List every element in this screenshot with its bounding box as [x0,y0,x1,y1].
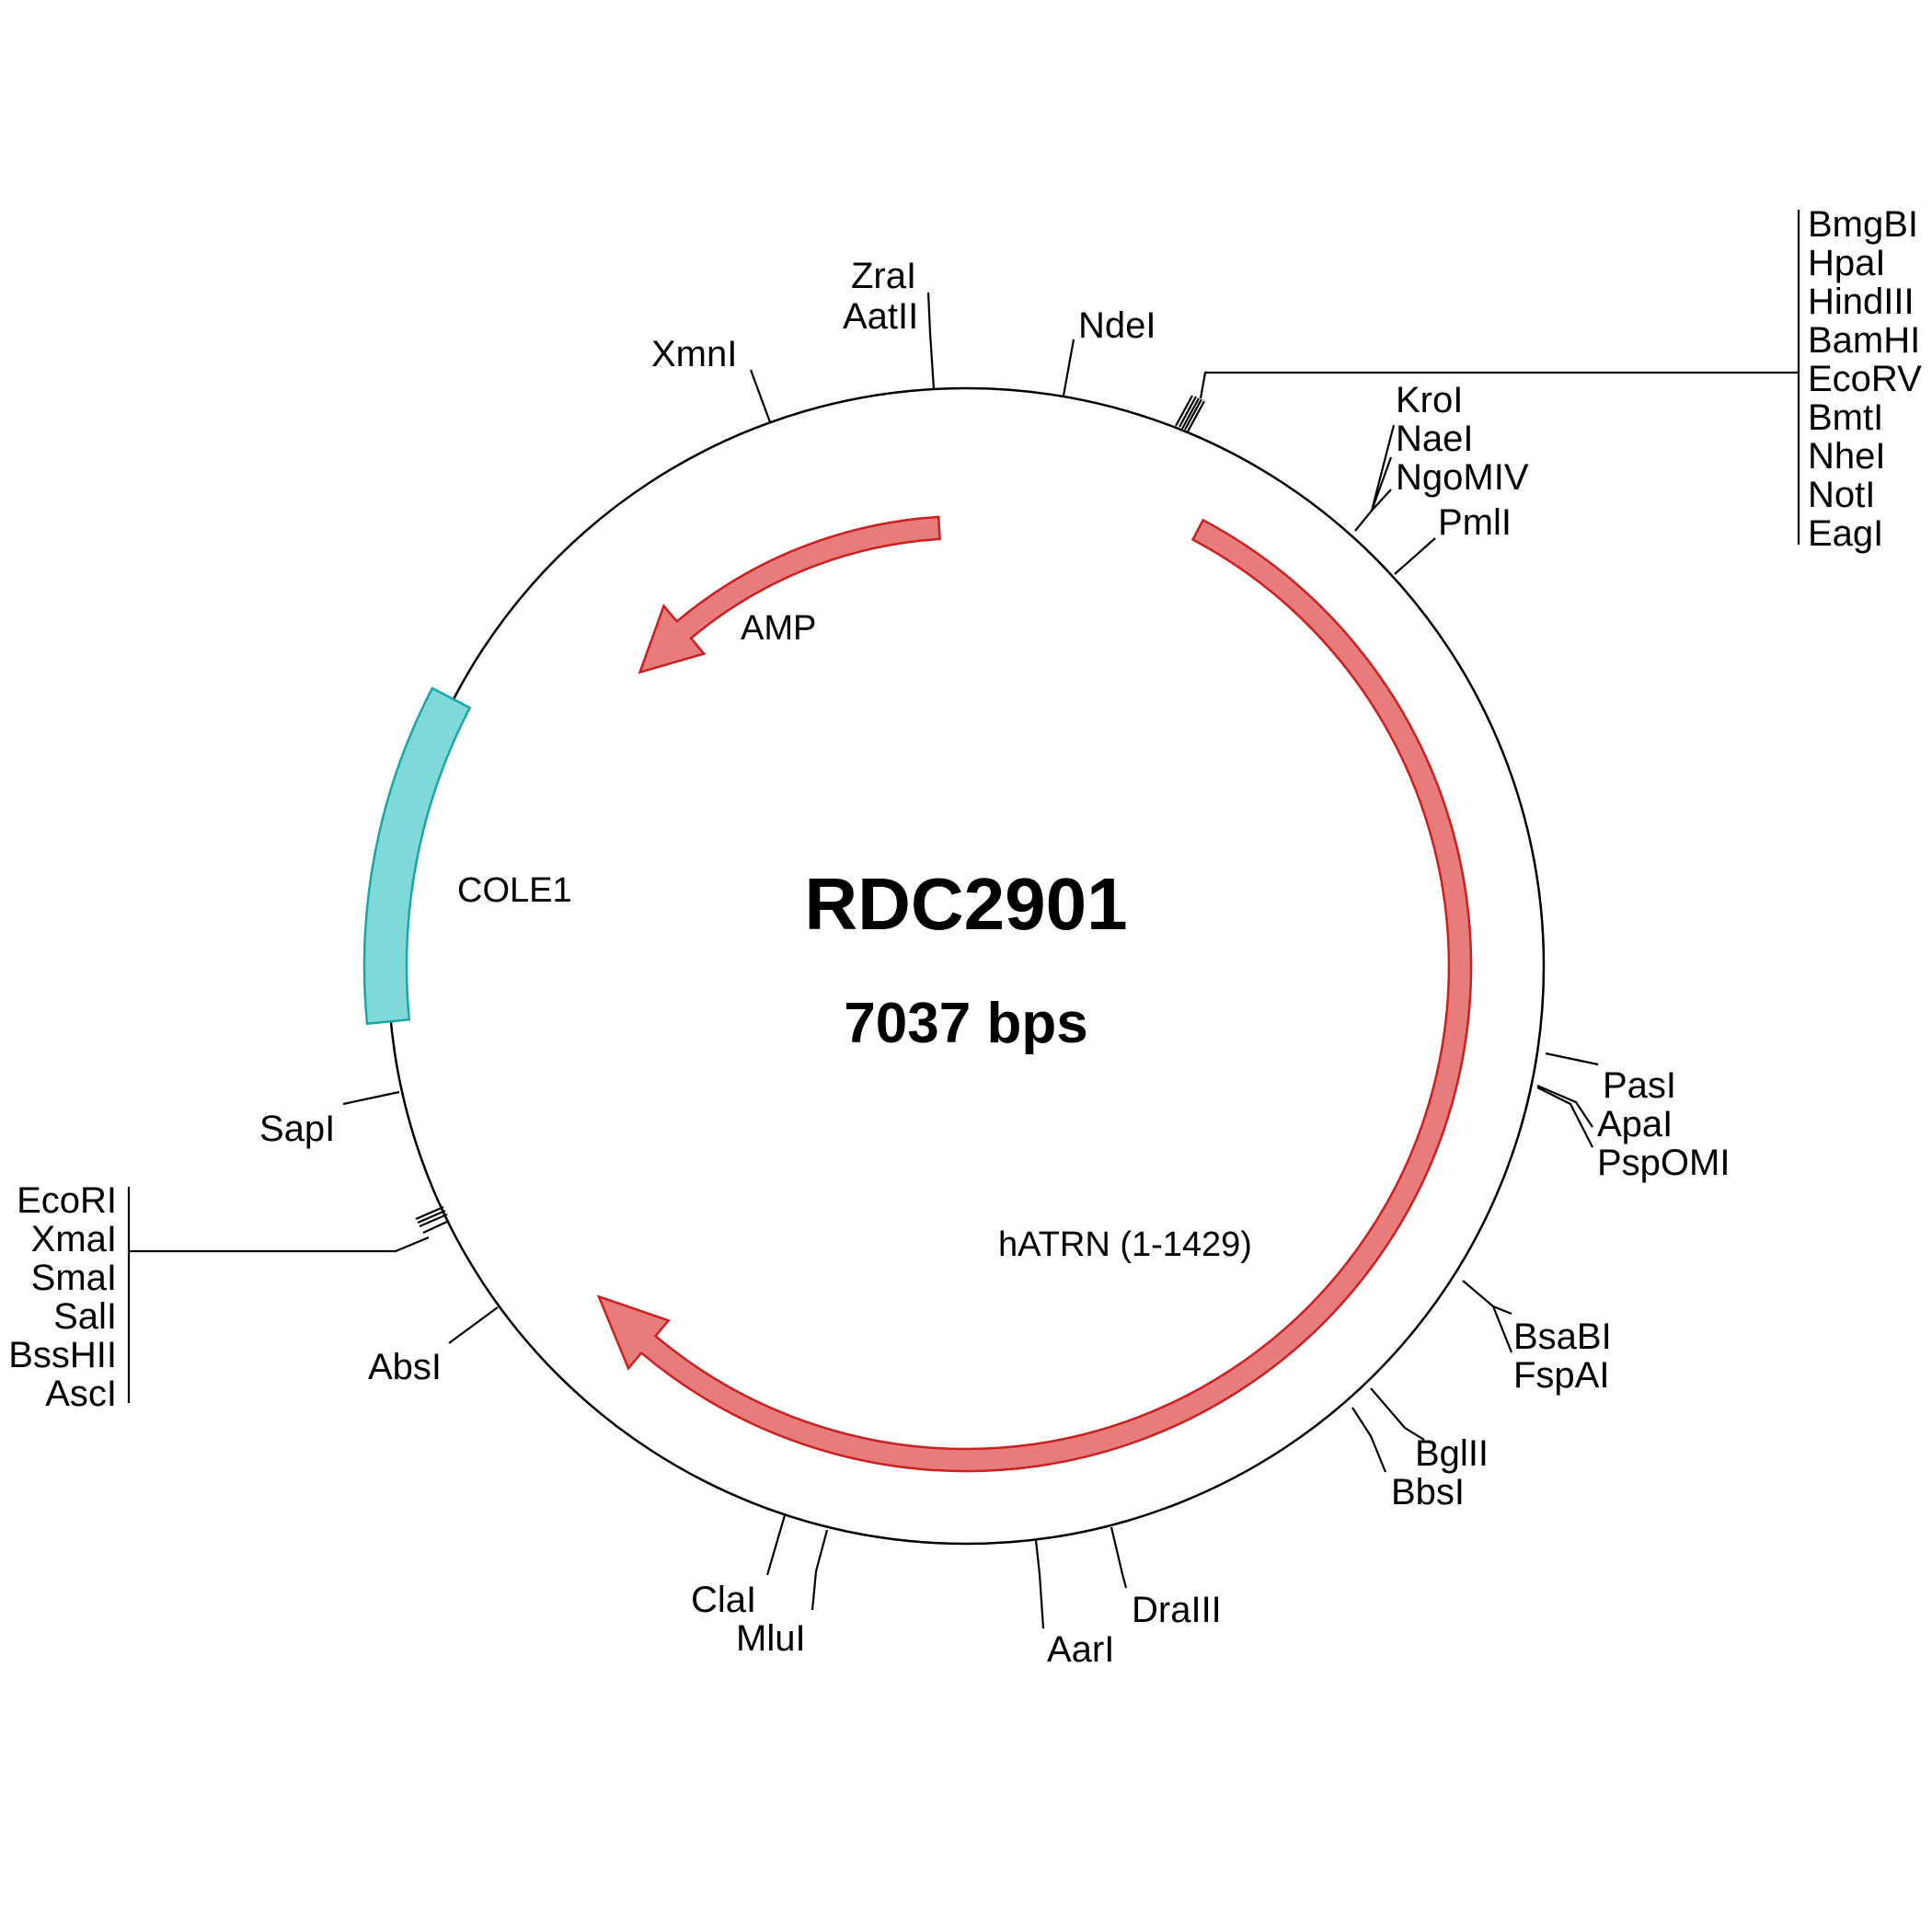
apai-label[interactable]: ApaI [1597,1104,1673,1144]
pspomi-tick [1536,1087,1593,1148]
naei-leader [1370,456,1393,512]
mcs-top-label-bmti[interactable]: BmtI [1808,397,1883,438]
mcs-top-tick-4 [1184,398,1202,431]
hatrn-feature-arrow[interactable] [596,518,1473,1473]
mcs-left-leader [129,1236,430,1253]
ndei-tick [1062,339,1075,397]
pmli-label[interactable]: PmlI [1438,502,1512,543]
cole1-label: COLE1 [457,871,572,910]
draiii-label[interactable]: DraIII [1132,1590,1222,1630]
mlui-tick [811,1529,829,1611]
mcs-top-label-bmgbi[interactable]: BmgBI [1808,204,1918,245]
pspomi-label[interactable]: PspOMI [1597,1143,1730,1183]
kroi-group-tick [1354,424,1396,532]
plasmid-size: 7037 bps [844,992,1087,1055]
mcs-left-label-sali[interactable]: SalI [53,1296,117,1337]
sapi-label[interactable]: SapI [259,1109,335,1149]
mcs-left-label-xmai[interactable]: XmaI [31,1219,117,1259]
mcs-left-label-asci[interactable]: AscI [45,1374,117,1414]
mcs-left-label-ecori[interactable]: EcoRI [17,1180,117,1221]
mcs-top-tick-5 [1187,400,1205,432]
absi-label[interactable]: AbsI [368,1347,442,1387]
mcs-top-tick-3 [1181,397,1200,430]
sapi-tick [342,1090,400,1106]
mcs-left-label-smai[interactable]: SmaI [31,1258,117,1298]
cole1-feature-box[interactable] [362,686,472,1026]
clai-tick [765,1514,787,1576]
mcs-top-label-hpai[interactable]: HpaI [1808,243,1886,283]
kroi-label[interactable]: KroI [1396,380,1463,420]
mcs-left-tick-1 [415,1205,444,1221]
amp-label: AMP [741,609,816,648]
backbone-circle [386,386,1546,1546]
bsabi-label[interactable]: BsaBI [1513,1317,1612,1357]
mcs-left-tick-4 [422,1220,450,1234]
zrai-aatii-tick [926,292,936,390]
absi-tick [448,1306,499,1344]
bbsi-label[interactable]: BbsI [1391,1472,1465,1512]
amp-feature-arrow[interactable] [638,515,941,674]
bglii-label[interactable]: BglII [1415,1433,1489,1474]
fspai-leader [1491,1305,1513,1353]
mcs-top-label-noti[interactable]: NotI [1808,475,1875,515]
aatii-label[interactable]: AatII [843,296,918,337]
pasi-tick [1545,1052,1599,1066]
mcs-top-leader [1199,371,1799,399]
mcs-left-tick-2 [417,1209,446,1225]
apai-tick [1536,1084,1593,1128]
plasmid-name: RDC2901 [804,863,1127,945]
xmni-label[interactable]: XmnI [651,334,737,374]
mcs-top-label-eagi[interactable]: EagI [1808,513,1883,554]
mcs-left-label-bsshii[interactable]: BssHII [8,1335,117,1375]
mcs-left-tick-3 [419,1213,448,1228]
mcs-top-tick-1 [1175,395,1193,427]
pmli-tick [1394,537,1436,575]
site-markers [127,210,1800,1629]
xmni-tick [749,369,772,423]
clai-label[interactable]: ClaI [691,1580,756,1620]
mcs-top-tick-2 [1179,396,1197,428]
ngomiv-leader [1371,489,1392,512]
pasi-label[interactable]: PasI [1603,1065,1676,1106]
zrai-label[interactable]: ZraI [851,256,916,296]
ngomiv-label[interactable]: NgoMIV [1396,457,1529,498]
mcs-top-label-bamhi[interactable]: BamHI [1808,320,1920,361]
mlui-label[interactable]: MluI [736,1618,806,1659]
mcs-top-label-hindiii[interactable]: HindIII [1808,282,1915,322]
hatrn-label: hATRN (1-1429) [998,1225,1252,1264]
naei-label[interactable]: NaeI [1396,419,1474,459]
mcs-top-label-ecorv[interactable]: EcoRV [1808,359,1922,399]
aari-label[interactable]: AarI [1047,1629,1114,1670]
site-labels: XmnI ZraI AatII NdeI BmgBI HpaI HindIII … [8,204,1922,1670]
aari-tick [1034,1539,1045,1629]
draiii-tick [1110,1526,1128,1589]
ndei-label[interactable]: NdeI [1078,305,1156,346]
bsabi-tick [1462,1280,1512,1316]
bglii-tick [1370,1387,1425,1441]
mcs-top-label-nhei[interactable]: NheI [1808,436,1886,477]
bbsi-tick [1351,1407,1387,1473]
fspai-label[interactable]: FspAI [1513,1355,1609,1396]
